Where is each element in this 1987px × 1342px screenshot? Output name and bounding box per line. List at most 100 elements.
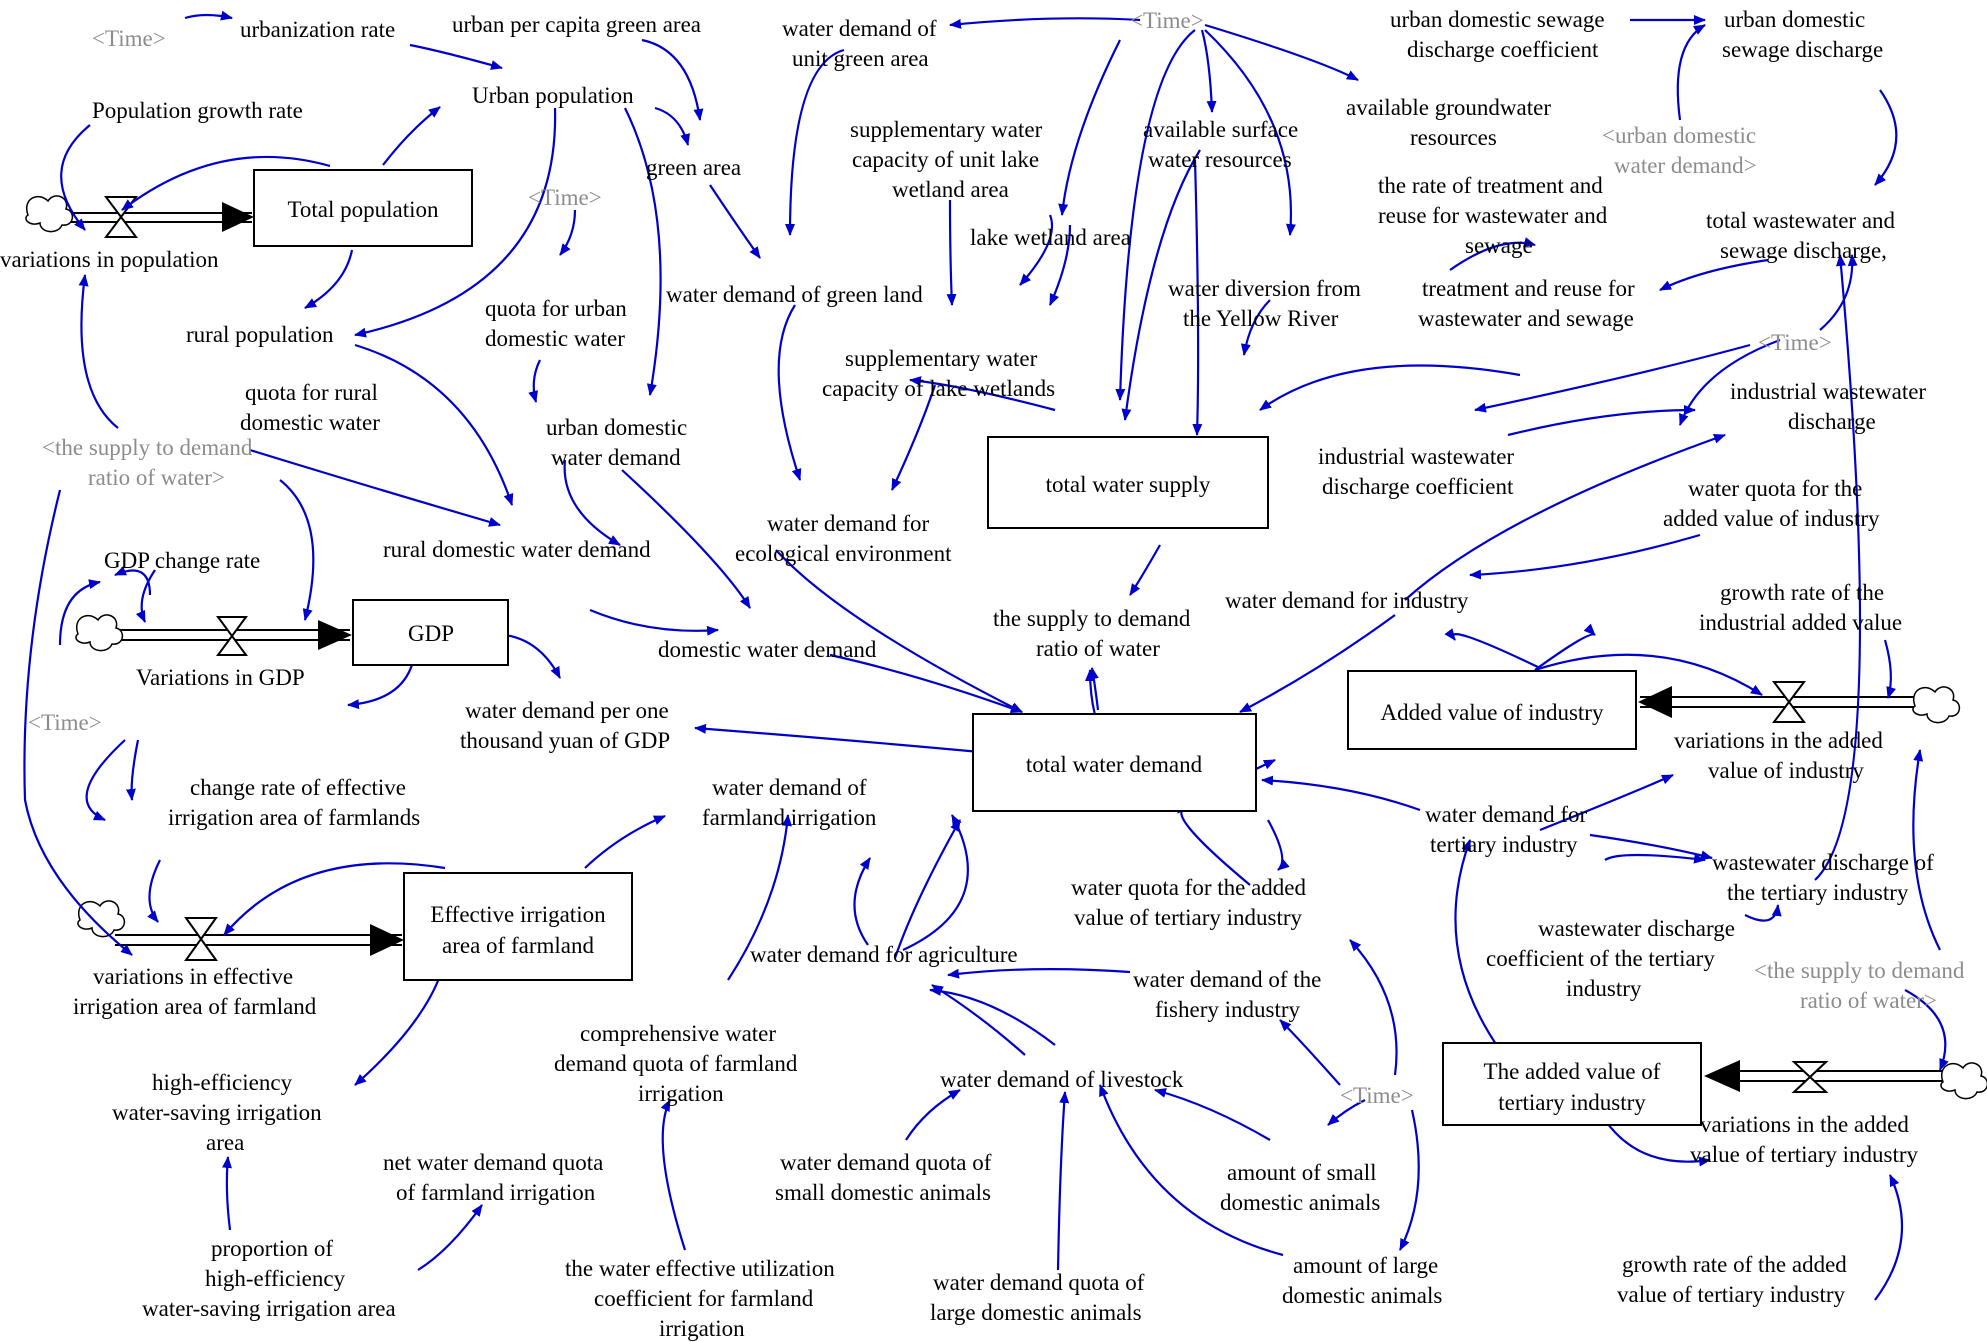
gdp-change-rate[interactable]: GDP change rate [104,548,260,573]
total-wastewater-2[interactable]: sewage discharge, [1720,238,1887,263]
growth-rate-industrial-1[interactable]: growth rate of the [1720,580,1884,605]
tertiary-demand-1[interactable]: water demand for [1425,802,1588,827]
water-demand-green-land[interactable]: water demand of green land [666,282,923,307]
effective-irrigation-stock[interactable] [403,872,633,981]
treatment-reuse-1[interactable]: treatment and reuse for [1422,276,1635,301]
net-quota-irrigation-1[interactable]: net water demand quota [383,1150,603,1175]
change-rate-irrigation-2[interactable]: irrigation area of farmlands [168,805,420,830]
total-water-supply-stock[interactable] [987,436,1269,529]
high-efficiency-area-2[interactable]: water-saving irrigation [112,1100,322,1125]
high-efficiency-area-3[interactable]: area [206,1130,244,1155]
total-population-stock[interactable] [253,169,473,247]
rate-treatment-reuse-3[interactable]: sewage [1465,233,1533,258]
yellow-river-1[interactable]: water diversion from [1168,276,1361,301]
urban-per-capita-green-area[interactable]: urban per capita green area [452,12,701,37]
supplementary-lake-2[interactable]: capacity of lake wetlands [822,376,1055,401]
water-quota-tertiary-1[interactable]: water quota for the added [1071,875,1307,900]
agriculture-demand[interactable]: water demand for agriculture [750,942,1018,967]
growth-rate-tertiary-2[interactable]: value of tertiary industry [1617,1282,1846,1307]
rural-population[interactable]: rural population [186,322,334,347]
proportion-high-efficiency-3[interactable]: water-saving irrigation area [142,1296,396,1321]
quota-small-animals-1[interactable]: water demand quota of [780,1150,992,1175]
urban-sewage-discharge-1[interactable]: urban domestic [1724,7,1865,32]
added-value-industry-stock[interactable] [1347,670,1637,750]
high-efficiency-area-1[interactable]: high-efficiency [152,1070,293,1095]
total-wastewater-1[interactable]: total wastewater and [1706,208,1896,233]
rate-treatment-reuse-1[interactable]: the rate of treatment and [1378,173,1603,198]
quota-urban-domestic-2[interactable]: domestic water [485,326,625,351]
effective-utilization-2[interactable]: coefficient for farmland [594,1286,814,1311]
effective-utilization-3[interactable]: irrigation [659,1316,745,1341]
variations-tertiary-2[interactable]: value of tertiary industry [1690,1142,1919,1167]
tertiary-demand-2[interactable]: tertiary industry [1430,832,1578,857]
available-surface-1[interactable]: available surface [1143,117,1298,142]
supplementary-unit-lake-3[interactable]: wetland area [892,177,1009,202]
wastewater-coef-tertiary-1[interactable]: wastewater discharge [1538,916,1735,941]
variations-in-population[interactable]: variations in population [0,247,219,272]
ecological-demand-2[interactable]: ecological environment [735,541,952,566]
variations-added-industry-1[interactable]: variations in the added [1674,728,1883,753]
total-water-demand-stock[interactable] [972,713,1257,812]
variations-in-gdp[interactable]: Variations in GDP [136,665,305,690]
domestic-water-demand[interactable]: domestic water demand [658,637,877,662]
available-groundwater-2[interactable]: resources [1410,125,1497,150]
proportion-high-efficiency-2[interactable]: high-efficiency [205,1266,346,1291]
net-quota-irrigation-2[interactable]: of farmland irrigation [396,1180,596,1205]
wastewater-tertiary-2[interactable]: the tertiary industry [1727,880,1909,905]
water-demand-unit-green-2[interactable]: unit green area [792,46,929,71]
quota-rural-domestic-1[interactable]: quota for rural [245,380,378,405]
variations-tertiary-1[interactable]: variations in the added [1700,1112,1909,1137]
water-quota-industry-1[interactable]: water quota for the [1688,476,1862,501]
green-area[interactable]: green area [646,155,741,180]
supply-demand-ratio-1[interactable]: the supply to demand [993,606,1191,631]
urban-sewage-discharge-2[interactable]: sewage discharge [1722,37,1883,62]
proportion-high-efficiency-1[interactable]: proportion of [211,1236,333,1261]
quota-large-animals-2[interactable]: large domestic animals [930,1300,1142,1325]
growth-rate-industrial-2[interactable]: industrial added value [1699,610,1902,635]
quota-rural-domestic-2[interactable]: domestic water [240,410,380,435]
comprehensive-quota-1[interactable]: comprehensive water [580,1021,776,1046]
variations-irrigation-1[interactable]: variations in effective [93,964,293,989]
supplementary-unit-lake-2[interactable]: capacity of unit lake [852,147,1039,172]
urban-sewage-coef-1[interactable]: urban domestic sewage [1390,7,1605,32]
farmland-irrigation-demand-1[interactable]: water demand of [712,775,867,800]
supply-demand-ratio-2[interactable]: ratio of water [1036,636,1160,661]
variations-added-industry-2[interactable]: value of industry [1708,758,1864,783]
population-growth-rate[interactable]: Population growth rate [92,98,303,123]
added-value-tertiary-stock[interactable] [1442,1042,1702,1126]
urban-sewage-coef-2[interactable]: discharge coefficient [1407,37,1599,62]
livestock-demand[interactable]: water demand of livestock [940,1067,1184,1092]
available-groundwater-1[interactable]: available groundwater [1346,95,1551,120]
fishery-demand-1[interactable]: water demand of the [1133,967,1321,992]
variations-irrigation-2[interactable]: irrigation area of farmland [73,994,317,1019]
yellow-river-2[interactable]: the Yellow River [1183,306,1339,331]
supplementary-unit-lake-1[interactable]: supplementary water [850,117,1043,142]
supplementary-lake-1[interactable]: supplementary water [845,346,1038,371]
lake-wetland-area[interactable]: lake wetland area [970,225,1131,250]
urban-domestic-demand-2[interactable]: water demand [551,445,681,470]
urban-domestic-demand-1[interactable]: urban domestic [546,415,687,440]
wastewater-tertiary-1[interactable]: wastewater discharge of [1712,850,1934,875]
industry-demand[interactable]: water demand for industry [1225,588,1469,613]
rate-treatment-reuse-2[interactable]: reuse for wastewater and [1378,203,1608,228]
industrial-wastewater-coef-2[interactable]: discharge coefficient [1322,474,1514,499]
effective-utilization-1[interactable]: the water effective utilization [565,1256,835,1281]
growth-rate-tertiary-1[interactable]: growth rate of the added [1622,1252,1847,1277]
water-per-thousand-gdp-2[interactable]: thousand yuan of GDP [460,728,670,753]
industrial-wastewater-2[interactable]: discharge [1788,409,1876,434]
urbanization-rate[interactable]: urbanization rate [240,17,395,42]
fishery-demand-2[interactable]: fishery industry [1155,997,1301,1022]
quota-urban-domestic-1[interactable]: quota for urban [485,296,627,321]
water-demand-unit-green-1[interactable]: water demand of [782,16,937,41]
amount-small-animals-2[interactable]: domestic animals [1220,1190,1380,1215]
industrial-wastewater-coef-1[interactable]: industrial wastewater [1318,444,1514,469]
wastewater-coef-tertiary-2[interactable]: coefficient of the tertiary [1486,946,1715,971]
quota-large-animals-1[interactable]: water demand quota of [933,1270,1145,1295]
water-quota-tertiary-2[interactable]: value of tertiary industry [1074,905,1303,930]
change-rate-irrigation-1[interactable]: change rate of effective [190,775,406,800]
water-quota-industry-2[interactable]: added value of industry [1663,506,1880,531]
wastewater-coef-tertiary-3[interactable]: industry [1566,976,1642,1001]
treatment-reuse-2[interactable]: wastewater and sewage [1418,306,1634,331]
comprehensive-quota-2[interactable]: demand quota of farmland [554,1051,798,1076]
water-per-thousand-gdp-1[interactable]: water demand per one [465,698,669,723]
